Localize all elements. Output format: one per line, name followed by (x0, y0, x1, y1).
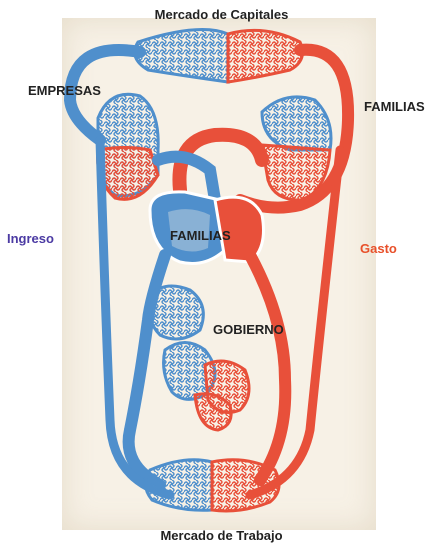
empresas-label: EMPRESAS (28, 84, 101, 97)
gobierno-network (149, 286, 249, 430)
familias-right-label: FAMILIAS (364, 100, 425, 113)
gasto-label: Gasto (360, 242, 397, 255)
labour-market-label: Mercado de Trabajo (0, 529, 443, 542)
labour-market-network (145, 460, 279, 511)
red-descending-vessel (250, 255, 285, 480)
gobierno-label: GOBIERNO (213, 323, 284, 336)
capital-market-label: Mercado de Capitales (0, 8, 443, 21)
familias-right-network (262, 97, 331, 200)
capital-market-network (135, 30, 303, 83)
familias-center-label: FAMILIAS (170, 229, 231, 242)
ingreso-label: Ingreso (7, 232, 54, 245)
empresas-network (98, 94, 159, 199)
